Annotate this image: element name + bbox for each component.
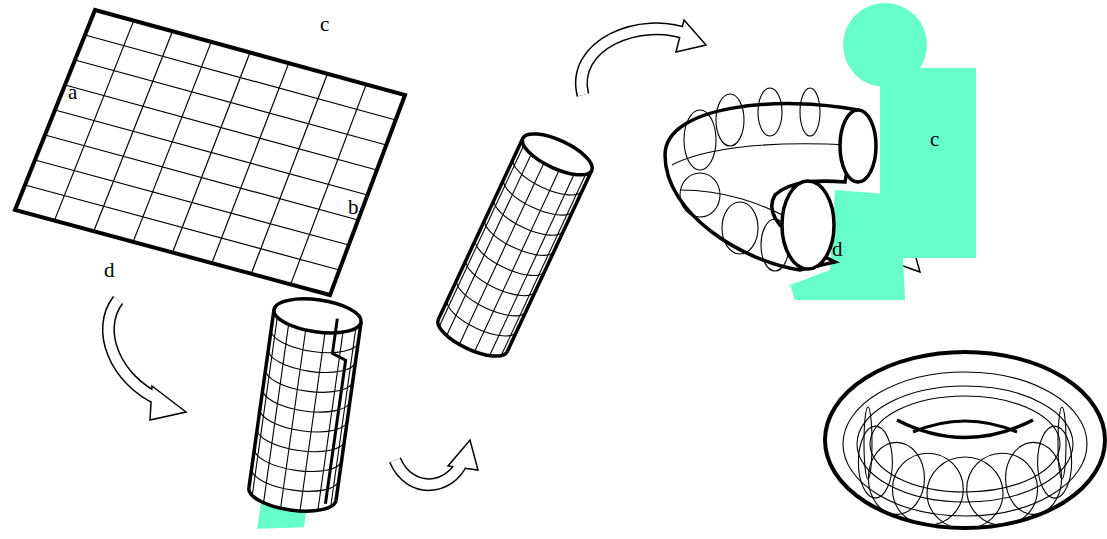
process-arrow [581,20,706,95]
process-arrow [395,440,478,485]
flat-sheet [15,10,405,295]
rolling-sheet [243,294,363,539]
process-arrow [108,300,186,420]
edge-label: b [348,197,359,218]
grid-line [35,160,349,245]
grid-line [291,84,367,284]
cylinder [432,126,597,365]
edge-label: a [68,82,77,103]
grid-line [55,110,368,195]
bending-tube [665,3,976,300]
edge-label: c [320,14,329,35]
edge-label: c [930,129,939,150]
grid-line [45,135,358,220]
grid-line [251,74,327,274]
grid-line [25,185,339,270]
grid-line [212,63,289,263]
sheet-outline [15,10,405,295]
edge-label: d [104,260,115,281]
edge-label: d [832,239,843,260]
torus [825,352,1105,529]
